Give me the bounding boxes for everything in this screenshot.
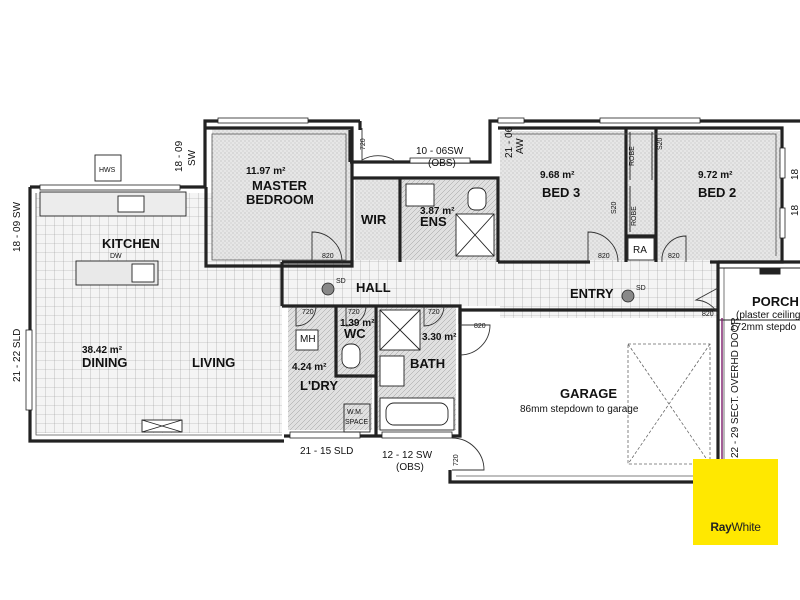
ens-area: 3.87 m² <box>420 206 455 217</box>
kitchen-dw: DW <box>110 253 122 260</box>
kitchen-fixtures <box>39 154 187 433</box>
dim-master-window-2: SW <box>187 149 198 166</box>
dim-kitchen-window: 18 - 09 SW <box>12 201 23 252</box>
master-name-1: MASTER <box>252 178 308 193</box>
s20-bed2: S20 <box>657 137 664 150</box>
hws-name: HWS <box>99 167 116 174</box>
dim-living-door: 21 - 15 SLD <box>300 446 353 457</box>
laundry-wm-1: W.M. <box>347 409 363 416</box>
windows <box>25 117 786 439</box>
bed2-area: 9.72 m² <box>698 170 733 181</box>
garage-car-space <box>627 343 711 465</box>
dim-door-ens: 720 <box>360 138 367 150</box>
smoke-detector-hall <box>321 282 335 296</box>
sd-hall: SD <box>336 278 346 285</box>
floor-entry <box>500 258 718 318</box>
laundry-area: 4.24 m² <box>292 362 327 373</box>
dim-door-bath: 720 <box>428 309 440 316</box>
master-name-2: BEDROOM <box>246 192 314 207</box>
kitchen-name: KITCHEN <box>102 236 160 251</box>
dim-master-window-1: 18 - 09 <box>174 140 185 172</box>
doors <box>295 128 719 471</box>
wc-area: 1.39 m² <box>340 318 375 329</box>
bed3-area: 9.68 m² <box>540 170 575 181</box>
raywhite-logo-text: RayWhite <box>710 520 761 534</box>
ens-vanity <box>405 183 435 207</box>
hall-name: HALL <box>356 280 391 295</box>
dim-dining-door: 21 - 22 SLD <box>12 329 23 382</box>
laundry-mh: MH <box>300 334 316 345</box>
porch-name: PORCH <box>752 294 799 309</box>
garage-note: 86mm stepdown to garage <box>520 404 639 415</box>
dim-bed2-window-b: 18 <box>790 204 800 216</box>
wm-space <box>343 403 371 433</box>
floor-master <box>212 129 352 260</box>
laundry-name: L'DRY <box>300 378 338 393</box>
dim-bed3-window-1: 21 - 06 <box>504 126 515 158</box>
ra-name: RA <box>633 245 647 256</box>
porch-area <box>718 267 800 321</box>
raywhite-logo <box>693 459 778 545</box>
bath-area: 3.30 m² <box>422 332 457 343</box>
ens-toilet <box>467 187 487 211</box>
dim-door-garage-side: 720 <box>453 454 460 466</box>
smoke-detector-entry <box>621 289 635 303</box>
wir-name: WIR <box>361 212 387 227</box>
laundry-tub <box>295 329 319 351</box>
porch-note-1: (plaster ceiling <box>736 310 800 321</box>
floor-wir <box>355 180 399 260</box>
kitchen-sink <box>131 263 155 283</box>
hws-unit <box>94 154 122 182</box>
dim-bath-window-1: 12 - 12 SW <box>382 450 433 461</box>
dim-door-bed3: 820 <box>598 253 610 260</box>
master-area: 11.97 m² <box>246 166 286 177</box>
ra-cabinet <box>627 237 655 261</box>
dim-door-porch: 820 <box>702 311 714 318</box>
dim-door-garage: 820 <box>474 323 486 330</box>
vanity <box>379 355 405 387</box>
robe-left: ROBE <box>629 146 636 166</box>
dining-name: DINING <box>82 355 128 370</box>
dim-door-master: 820 <box>322 253 334 260</box>
kitchen-cooktop <box>117 195 145 213</box>
laundry-wm-2: SPACE <box>345 419 369 426</box>
dim-garage-door: 22 - 29 SECT. OVERHD DOOR <box>730 317 741 458</box>
dim-door-wc: 720 <box>348 309 360 316</box>
bed3-name: BED 3 <box>542 185 580 200</box>
bath-name: BATH <box>410 356 445 371</box>
dim-ens-window-1: 10 - 06SW <box>416 146 464 157</box>
dim-bed2-window-a: 18 <box>790 168 800 180</box>
wc-toilet <box>341 343 361 369</box>
dim-door-bed2: 820 <box>668 253 680 260</box>
porch-note-2: 172mm stepdo <box>730 322 797 333</box>
wet-fixtures <box>295 183 495 433</box>
living-name: LIVING <box>192 355 235 370</box>
sd-entry: SD <box>636 285 646 292</box>
bed2-name: BED 2 <box>698 185 736 200</box>
floor-bed2 <box>658 131 780 260</box>
smoke-detectors <box>321 282 635 303</box>
dim-door-laundry: 720 <box>302 309 314 316</box>
floor-robes <box>628 131 656 236</box>
floor-bed3 <box>500 131 626 260</box>
s20-bed3: S20 <box>611 201 618 214</box>
dining-area: 38.42 m² <box>82 345 123 356</box>
labels: 11.97 m² MASTER BEDROOM WIR 3.87 m² ENS … <box>12 126 800 473</box>
robe-right: ROBE <box>631 206 638 226</box>
dim-bath-window-2: (OBS) <box>396 462 424 473</box>
dim-bed3-window-2: AW <box>515 138 526 154</box>
ens-name: ENS <box>420 214 447 229</box>
garage-name: GARAGE <box>560 386 617 401</box>
entry-name: ENTRY <box>570 286 614 301</box>
wc-name: WC <box>344 326 366 341</box>
kitchen-bench <box>39 191 187 217</box>
dim-ens-window-2: (OBS) <box>428 158 456 169</box>
robes <box>627 132 655 261</box>
